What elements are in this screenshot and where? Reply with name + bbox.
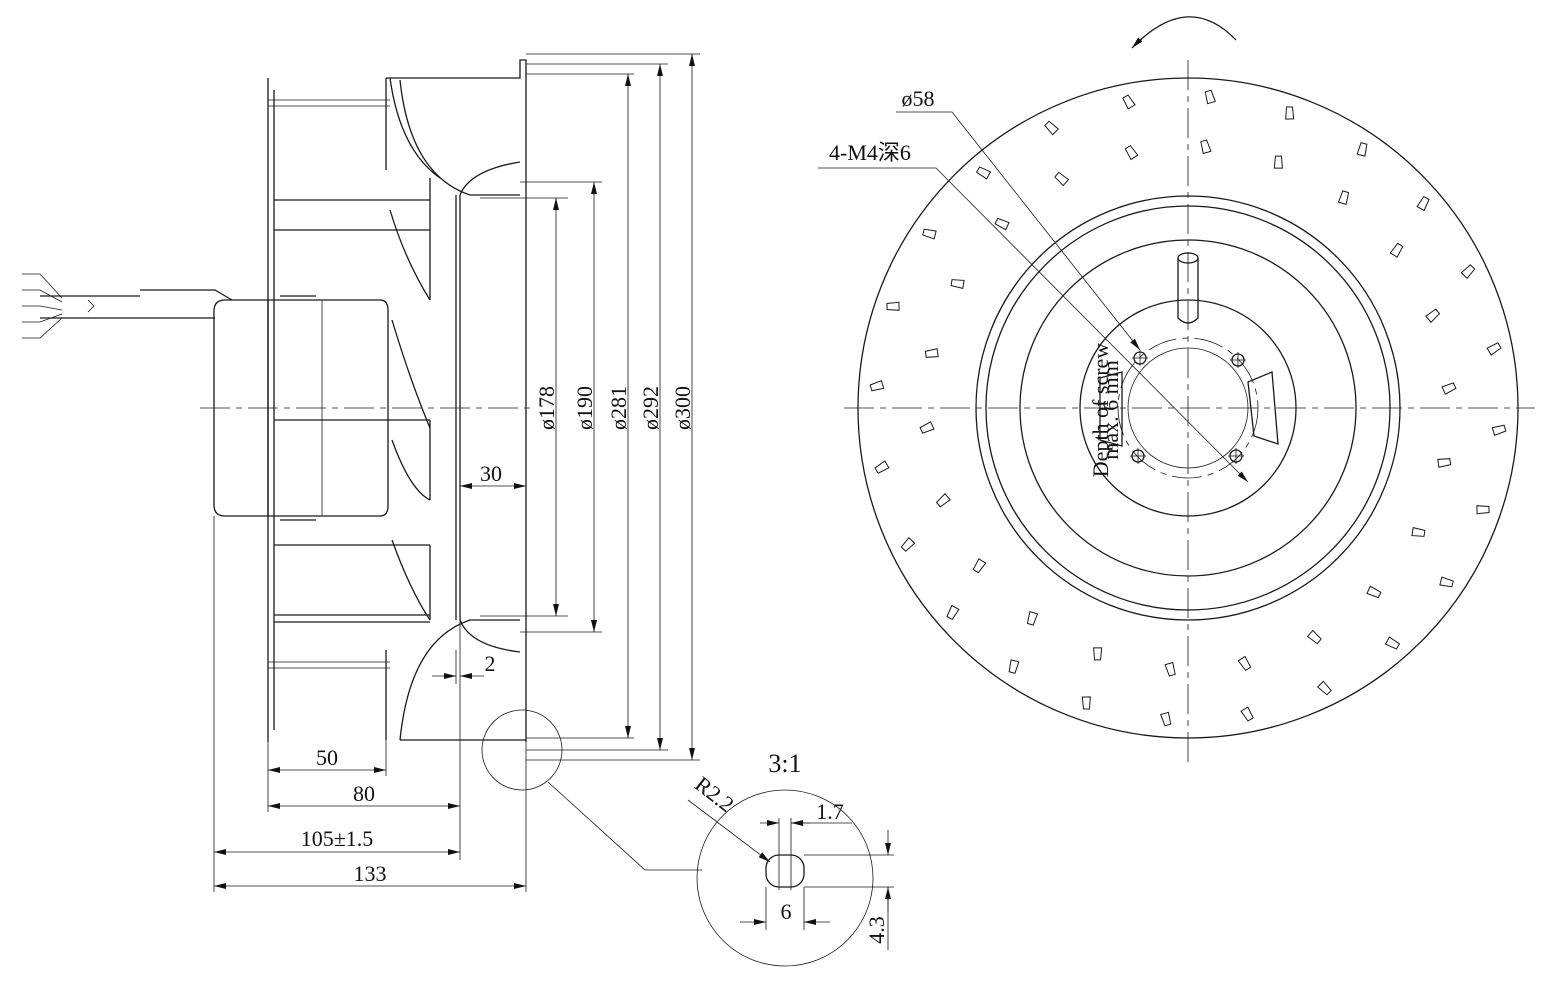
balancing-slot: [900, 536, 916, 552]
balancing-slot: [1366, 585, 1382, 599]
balancing-slot: [946, 604, 960, 621]
dim-d190: ø190: [572, 386, 597, 430]
hub-circle: [1079, 299, 1297, 517]
balancing-slot: [1441, 382, 1457, 395]
inlet-circle-outer: [975, 195, 1401, 621]
dim-w17: 1.7: [816, 799, 844, 824]
dim-w6: 6: [781, 899, 792, 924]
outer-shroud-circle: [857, 77, 1519, 739]
balancing-slot: [1356, 142, 1368, 157]
dim-w2: 2: [485, 651, 496, 676]
balancing-slot: [1044, 120, 1060, 136]
balancing-slot: [1491, 424, 1507, 436]
screw-spec-label: 4-M4深6: [829, 140, 911, 165]
dim-r22: R2.2: [690, 771, 739, 817]
balancing-slot: [922, 228, 937, 240]
dim-d178: ø178: [534, 386, 559, 430]
balancing-slot: [1124, 144, 1139, 161]
balancing-slot: [1411, 527, 1426, 537]
width-dims: 30 2 50 80 105±1.5 133: [214, 461, 526, 889]
dim-h43: 4.3: [864, 916, 889, 944]
detail-leader: [547, 781, 702, 871]
detail-callout-circle: [481, 709, 563, 791]
callout-leaders: ø58 4-M4深6: [818, 86, 1249, 483]
balancing-slot: [1285, 106, 1295, 120]
screw-holes: [1130, 350, 1246, 464]
rotation-arrow: [1131, 16, 1237, 49]
dim-w133: 133: [354, 861, 387, 886]
balancing-slot: [1008, 659, 1020, 674]
balancing-slot: [1054, 171, 1070, 187]
dim-w80: 80: [353, 781, 375, 806]
balancing-slot: [1093, 647, 1103, 661]
inlet-circle-inner: [985, 205, 1391, 611]
balancing-slot: [1389, 242, 1404, 258]
balancing-slot: [1273, 155, 1283, 169]
balancing-slot: [1204, 89, 1216, 105]
balancing-slot: [1476, 505, 1490, 515]
balancing-slot: [1160, 711, 1172, 727]
label-plate: [1099, 371, 1123, 447]
label-line-2: max. 6 mm: [1098, 360, 1123, 460]
detail-scale: 3:1: [768, 749, 801, 778]
bolt-circle: [1117, 337, 1259, 479]
dim-d281: ø281: [606, 386, 631, 430]
balancing-slot: [1439, 576, 1454, 588]
dim-w105: 105±1.5: [301, 826, 374, 851]
balancing-slot: [1237, 655, 1252, 672]
balancing-slot: [1384, 636, 1401, 650]
connector-block: [1247, 371, 1279, 445]
balancing-slot: [972, 558, 987, 574]
dim-w30: 30: [480, 461, 502, 486]
balancing-slot: [1316, 680, 1332, 696]
dim-d292: ø292: [638, 386, 663, 430]
balancing-slot: [994, 217, 1010, 231]
balancing-slot: [950, 279, 965, 289]
balancing-slot: [1240, 706, 1254, 722]
balancing-slot: [874, 460, 890, 474]
back-plate: [267, 78, 390, 742]
balancing-slot: [1122, 94, 1136, 110]
balancing-slot: [1337, 190, 1350, 206]
front-view: Depth of screw max. 6 mm ø58 4-M4深6: [818, 16, 1535, 764]
dim-d300: ø300: [670, 386, 695, 430]
label-line-1: Depth of screw: [1088, 343, 1113, 478]
detail-circle: [696, 789, 874, 967]
balancing-slot: [1416, 195, 1430, 212]
balancing-slot: [1437, 458, 1452, 468]
balancing-slot: [1425, 308, 1441, 323]
balancing-slot: [924, 348, 939, 358]
balancing-slot: [869, 380, 885, 392]
hole-diameter-label: ø58: [902, 86, 935, 111]
balancing-slot: [1081, 696, 1091, 710]
balancing-slot: [1200, 139, 1212, 155]
balancing-slot: [1164, 661, 1176, 677]
balancing-slot: [975, 166, 992, 180]
diameter-dims: ø178 ø190 ø281 ø292 ø300: [534, 54, 695, 760]
balancing-slot: [886, 301, 900, 311]
shroud-inlet: [386, 59, 527, 742]
balancing-slot: [1026, 610, 1039, 626]
motor-circle: [1019, 239, 1357, 577]
extension-lines: [213, 53, 700, 892]
side-view: ø178 ø190 ø281 ø292 ø300 30 2 50 80 105±…: [22, 53, 702, 892]
cable-wires: [22, 273, 233, 339]
cable-gland: [1177, 258, 1199, 324]
detail-slot: [765, 854, 805, 888]
balancing-slot: [1486, 342, 1502, 356]
balancing-slot: [1460, 264, 1476, 280]
dim-w50: 50: [316, 745, 338, 770]
impeller-blades: [274, 77, 441, 740]
balancing-slots: [869, 89, 1507, 727]
balancing-slot: [1306, 629, 1322, 645]
detail-view: 3:1 1.7 6 4.3 R2.2: [687, 749, 894, 967]
shaft-circle: [1127, 347, 1249, 469]
balancing-slot: [919, 421, 935, 434]
balancing-slot: [935, 493, 951, 508]
